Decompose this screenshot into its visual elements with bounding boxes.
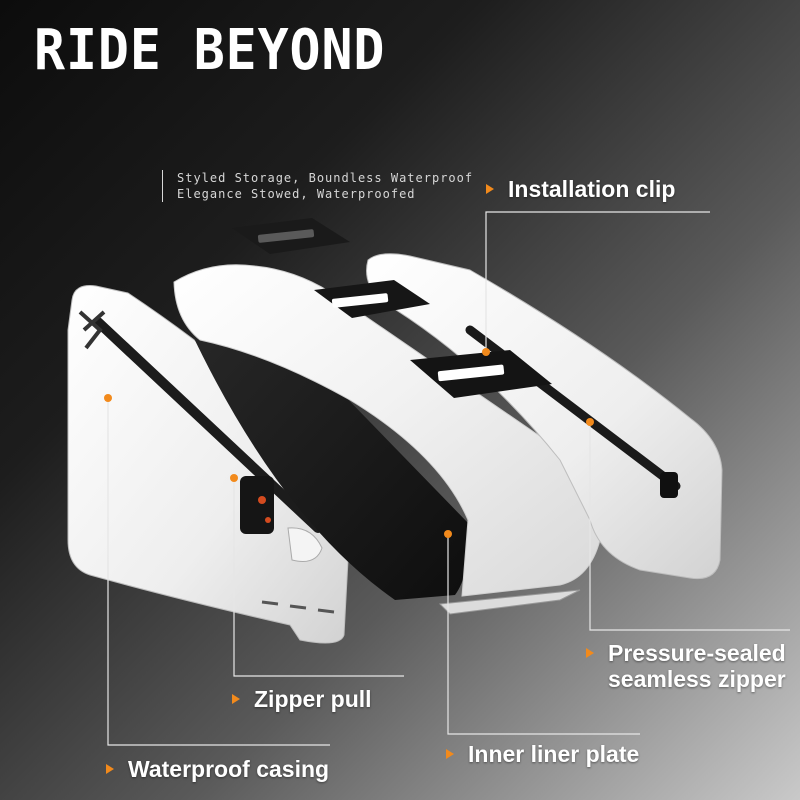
tagline-line-1: Styled Storage, Boundless Waterproof — [177, 171, 474, 185]
callout-inner-liner-label: Inner liner plate — [468, 741, 640, 767]
tagline: Styled Storage, Boundless Waterproof Ele… — [162, 170, 473, 202]
callout-installation-clip-label: Installation clip — [508, 176, 676, 202]
arrow-right-icon — [232, 693, 240, 704]
waterproof-casing-left — [67, 285, 350, 644]
installation-clip-lower — [410, 350, 552, 398]
leader-inner-liner — [447, 534, 640, 735]
leader-lines — [107, 211, 790, 746]
callout-zipper-pull: Zipper pull — [232, 686, 372, 712]
callout-waterproof-casing: Waterproof casing — [106, 756, 329, 782]
callout-installation-clip: Installation clip — [486, 176, 675, 202]
leader-pressure-zipper — [589, 422, 790, 631]
headline: RIDE BEYOND — [34, 18, 386, 83]
installation-clip-top — [232, 218, 350, 254]
callout-zipper-pull-label: Zipper pull — [254, 686, 372, 712]
leader-installation-clip — [485, 211, 710, 352]
inner-liner-plate — [173, 264, 601, 615]
arrow-right-icon — [106, 763, 114, 774]
zipper-pull-graphic — [240, 476, 323, 562]
callout-pressure-zipper-label-1: Pressure-sealed — [608, 640, 786, 666]
installation-clip-mid — [314, 280, 430, 318]
tagline-line-2: Elegance Stowed, Waterproofed — [177, 187, 416, 201]
leader-waterproof-casing — [107, 398, 330, 746]
arrow-right-icon — [586, 647, 594, 658]
arrow-right-icon — [486, 183, 494, 194]
pointer-dots — [104, 348, 594, 538]
arrow-right-icon — [446, 748, 454, 759]
callout-pressure-zipper: Pressure-sealed seamless zipper — [586, 640, 786, 692]
leader-zipper-pull — [233, 478, 404, 677]
callout-waterproof-casing-label: Waterproof casing — [128, 756, 330, 782]
callout-inner-liner-plate: Inner liner plate — [446, 741, 639, 767]
brand-logo-icon — [78, 310, 106, 350]
callout-pressure-zipper-label-2: seamless zipper — [608, 666, 786, 692]
